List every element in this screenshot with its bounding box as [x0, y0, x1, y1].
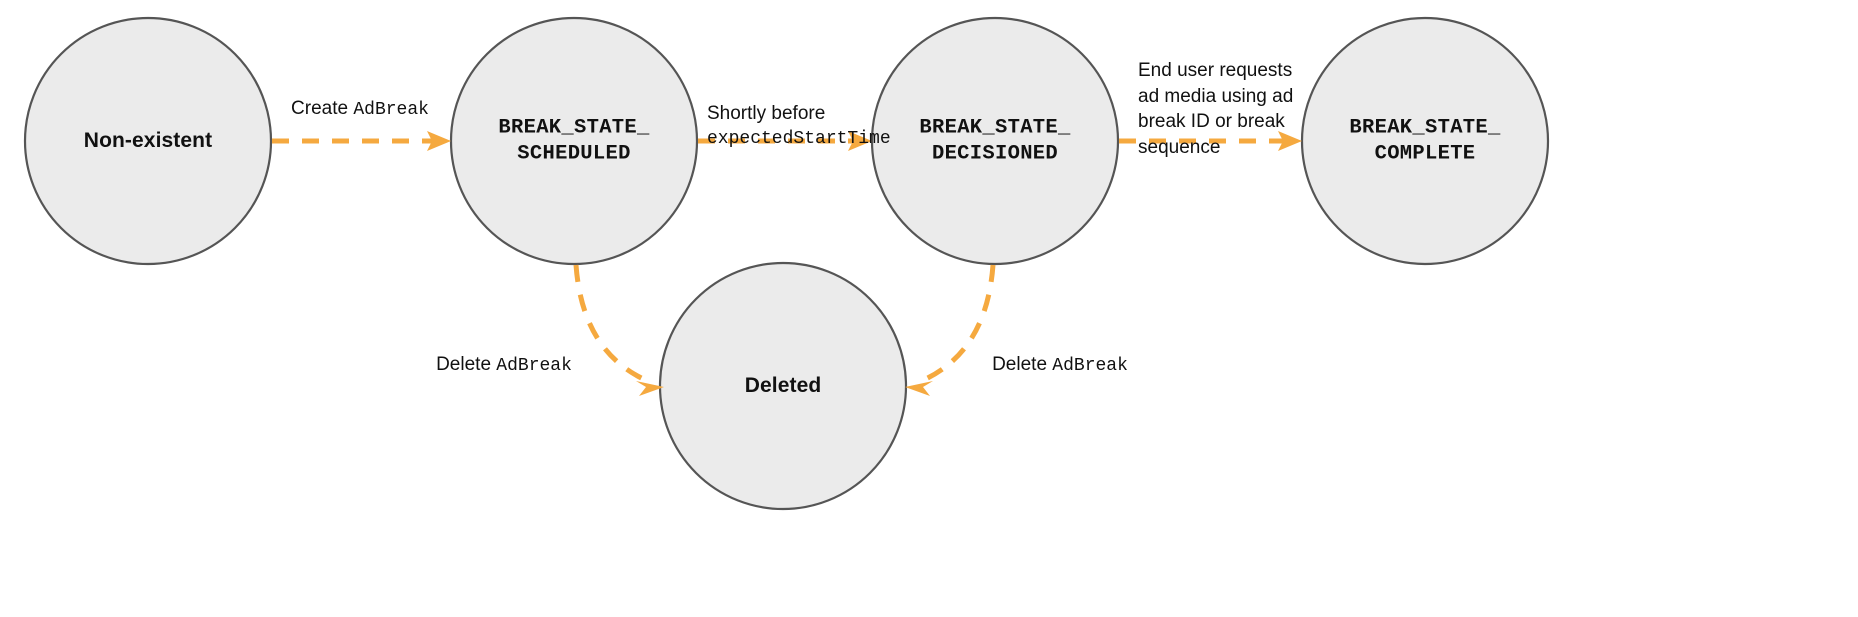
edge-label-decisioned-to-deleted-part-0: Delete	[992, 354, 1053, 376]
node-break-state-complete[interactable]	[1300, 16, 1550, 266]
edge-scheduled-to-decisioned-arrowhead	[848, 131, 872, 151]
edge-decisioned-to-complete-arrowhead	[1278, 131, 1302, 151]
edge-scheduled-to-deleted	[573, 264, 651, 385]
edge-label-scheduled-to-deleted: Delete AdBreak	[436, 327, 572, 379]
edge-create-adbreak-arrowhead	[427, 131, 451, 151]
edge-label-decisioned-to-complete: End user requests ad media using ad brea…	[1138, 33, 1293, 160]
node-deleted[interactable]	[658, 261, 908, 511]
edge-label-create-adbreak-part-1: AdBreak	[353, 100, 429, 121]
edge-label-decisioned-to-deleted: Delete AdBreak	[992, 327, 1128, 379]
edge-label-scheduled-to-decisioned-part-0: Shortly before	[707, 103, 826, 125]
edge-decisioned-to-deleted	[918, 264, 996, 385]
edge-label-scheduled-to-decisioned: Shortly before expectedStartTime	[707, 76, 891, 176]
node-break-state-decisioned[interactable]	[870, 16, 1120, 266]
edge-label-decisioned-to-deleted-part-1: AdBreak	[1052, 356, 1128, 377]
edge-decisioned-to-deleted-arrowhead	[905, 381, 933, 396]
node-non-existent[interactable]	[23, 16, 273, 266]
edge-label-scheduled-to-deleted-part-0: Delete	[436, 354, 497, 376]
edge-label-create-adbreak: Create AdBreak	[291, 71, 429, 123]
edge-label-scheduled-to-deleted-part-1: AdBreak	[496, 356, 572, 377]
edge-scheduled-to-deleted-arrowhead	[636, 381, 664, 396]
edge-label-scheduled-to-decisioned-part-1: expectedStartTime	[707, 128, 891, 149]
edge-label-create-adbreak-part-0: Create	[291, 98, 354, 120]
node-break-state-scheduled[interactable]	[449, 16, 699, 266]
edge-label-decisioned-to-complete-part-0: End user requests ad media using ad brea…	[1138, 60, 1294, 158]
